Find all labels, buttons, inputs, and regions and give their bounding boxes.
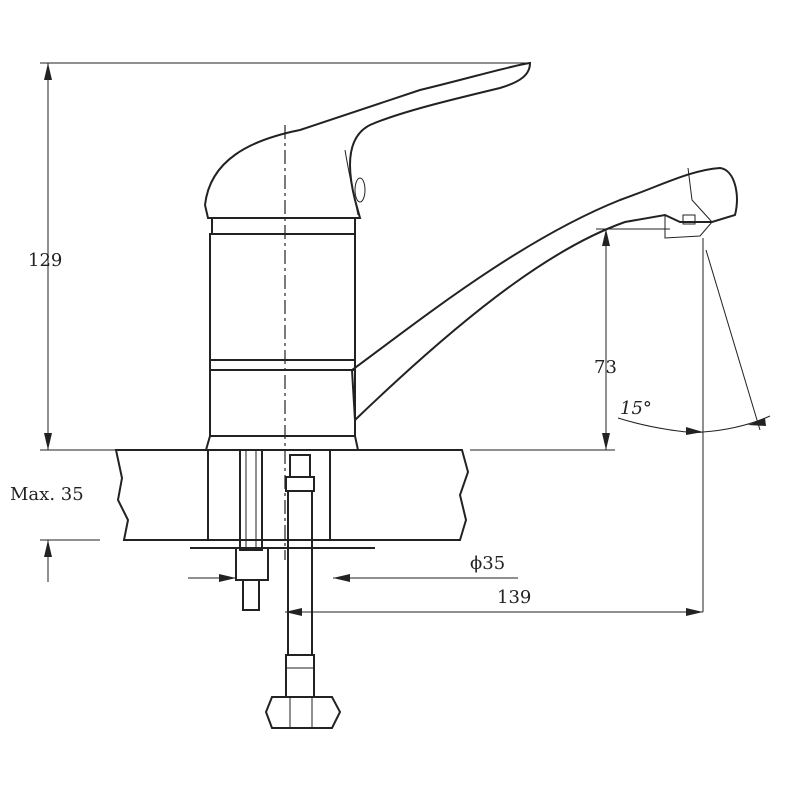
max-thickness-label: Max. 35 (10, 484, 84, 505)
dimension-spout-angle: 15° (617, 238, 771, 612)
supply-hose (264, 454, 342, 729)
dimension-max-thickness: Max. 35 (10, 420, 100, 582)
dimension-hole-diameter: ϕ35 (188, 553, 518, 582)
faucet-body (203, 61, 738, 451)
spout-reach-label: 139 (497, 587, 531, 608)
dimension-spout-reach: 139 (285, 587, 703, 616)
spout-angle-label: 15° (620, 398, 652, 419)
dimension-spout-height: 73 (470, 228, 670, 451)
dimension-total-height: 129 (28, 62, 530, 451)
countertop-section (114, 449, 470, 549)
hole-diameter-label: ϕ35 (470, 553, 505, 574)
total-height-label: 129 (28, 250, 62, 271)
mounting-stud (235, 449, 269, 611)
spout-height-label: 73 (594, 357, 617, 378)
